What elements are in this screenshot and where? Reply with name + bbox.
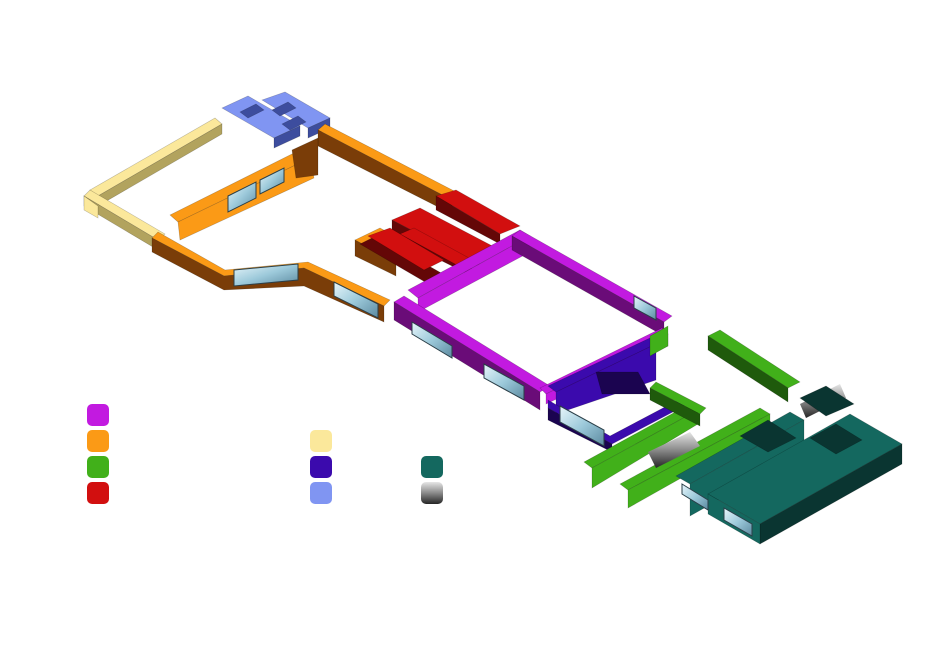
legend-swatch-pale-yellow [310, 430, 332, 452]
teal-room-b [739, 419, 797, 453]
window-9 [681, 483, 709, 511]
orange-wall-upper-face [317, 129, 453, 215]
yellow-wall-face [97, 123, 223, 207]
legend-swatch-magenta [87, 404, 109, 426]
window-8 [559, 405, 605, 447]
red-front-top [367, 227, 445, 271]
blue-inner-3 [281, 115, 307, 131]
orange-windows [227, 167, 379, 319]
legend-swatch-periwinkle [310, 482, 332, 504]
legend-swatch-green [87, 456, 109, 478]
magenta-windows [411, 295, 657, 401]
blue-inner-1 [239, 103, 265, 119]
window-10 [723, 507, 753, 537]
orange-wall-upper-top [317, 123, 461, 201]
yellow-endcap [83, 195, 99, 219]
window-7 [633, 295, 657, 321]
legend-swatch-indigo [310, 456, 332, 478]
window-5 [411, 321, 453, 359]
green-wall-1-face [707, 335, 789, 403]
green-wall-4-face [649, 387, 701, 427]
window-1 [227, 181, 257, 213]
legend [87, 404, 443, 504]
legend-swatch-grey-gradient [421, 482, 443, 504]
window-3 [233, 263, 299, 287]
red-room [359, 189, 521, 287]
green-stub [649, 325, 669, 357]
window-6 [483, 363, 525, 401]
teal-room-a [799, 385, 855, 417]
legend-swatch-red [87, 482, 109, 504]
legend-swatch-orange [87, 430, 109, 452]
green-wing [583, 325, 801, 509]
magenta-right-wall-face [511, 235, 665, 337]
periwinkle-block [221, 91, 331, 149]
teal-room-c [809, 423, 863, 455]
stairs-1 [648, 432, 700, 468]
legend-swatch-teal [421, 456, 443, 478]
orange-connector [291, 137, 319, 179]
blue-face-1 [273, 125, 301, 149]
window-4 [333, 281, 379, 319]
yellow-wall-top [89, 117, 223, 197]
blue-inner-2 [271, 101, 297, 117]
pale-yellow-wing [83, 117, 223, 251]
magenta-left-wall-top [393, 295, 551, 393]
window-2 [259, 167, 285, 195]
teal-block [675, 385, 903, 545]
